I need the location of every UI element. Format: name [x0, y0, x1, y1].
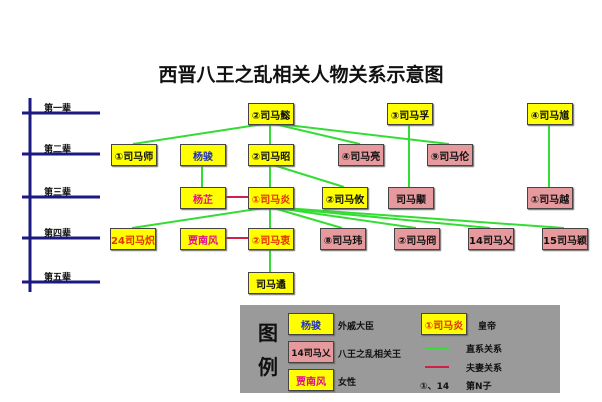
person-sima-fu: ③司马孚: [387, 103, 433, 125]
person-sima-liang: ④司马亮: [338, 144, 384, 166]
generation-label: 第五辈: [44, 273, 72, 283]
legend-direct-line: [425, 347, 449, 349]
legend-minister-label: 外戚大臣: [338, 322, 375, 332]
person-jia-nanfeng: 贾南风: [180, 228, 226, 250]
legend-order-label: 第N子: [466, 382, 492, 392]
person-sima-jiong: ②司马冏: [394, 228, 440, 250]
person-sima-shi: ①司马师: [111, 144, 157, 166]
legend-king-swatch: 14司马乂: [288, 341, 334, 363]
person-sima-yue: ①司马越: [527, 187, 573, 209]
legend-emperor-label: 皇帝: [478, 322, 497, 332]
generation-label: 第三辈: [44, 188, 72, 198]
legend-female-label: 女性: [338, 378, 357, 388]
legend-title: 例: [258, 355, 278, 379]
person-sima-kui: ④司马馗: [527, 103, 573, 125]
legend-spouse-line: [425, 366, 449, 368]
legend-spouse-label: 夫妻关系: [466, 364, 503, 374]
legend-order-sample: ①、14: [420, 382, 450, 392]
person-yang-zhi: 杨芷: [180, 187, 226, 209]
person-sima-you: ②司马攸: [322, 187, 368, 209]
person-sima-zhao: ②司马昭: [248, 144, 294, 166]
person-sima-zhong: ②司马衷: [248, 228, 294, 250]
person-sima-yi-ai: 14司马乂: [468, 228, 514, 250]
person-sima-chi: 24司马炽: [110, 228, 156, 250]
person-sima-wei: ⑧司马玮: [320, 228, 366, 250]
generation-label: 第四辈: [44, 229, 72, 239]
person-yang-jun: 杨骏: [180, 144, 226, 166]
person-sima-ying: 15司马颖: [542, 228, 588, 250]
legend-minister-swatch: 杨骏: [288, 313, 334, 335]
person-sima-lun: ⑨司马伦: [427, 144, 473, 166]
diagram-title: 西晋八王之乱相关人物关系示意图: [158, 64, 444, 86]
legend-female-swatch: 贾南风: [288, 369, 334, 391]
legend: 图 例 杨骏 外戚大臣 14司马乂 八王之乱相关王 贾南风 女性 ①司马炎 皇帝…: [240, 305, 560, 393]
person-sima-yi: ②司马懿: [248, 103, 294, 125]
person-sima-yu: 司马遹: [248, 272, 294, 294]
person-sima-yan: ①司马炎: [248, 187, 294, 209]
legend-king-label: 八王之乱相关王: [338, 350, 402, 360]
person-sima-yong: 司马颙: [388, 187, 434, 209]
legend-direct-label: 直系关系: [466, 345, 503, 355]
legend-title: 图: [258, 321, 278, 345]
generation-label: 第一辈: [44, 104, 72, 114]
generation-label: 第二辈: [44, 145, 72, 155]
legend-emperor-swatch: ①司马炎: [421, 313, 467, 335]
